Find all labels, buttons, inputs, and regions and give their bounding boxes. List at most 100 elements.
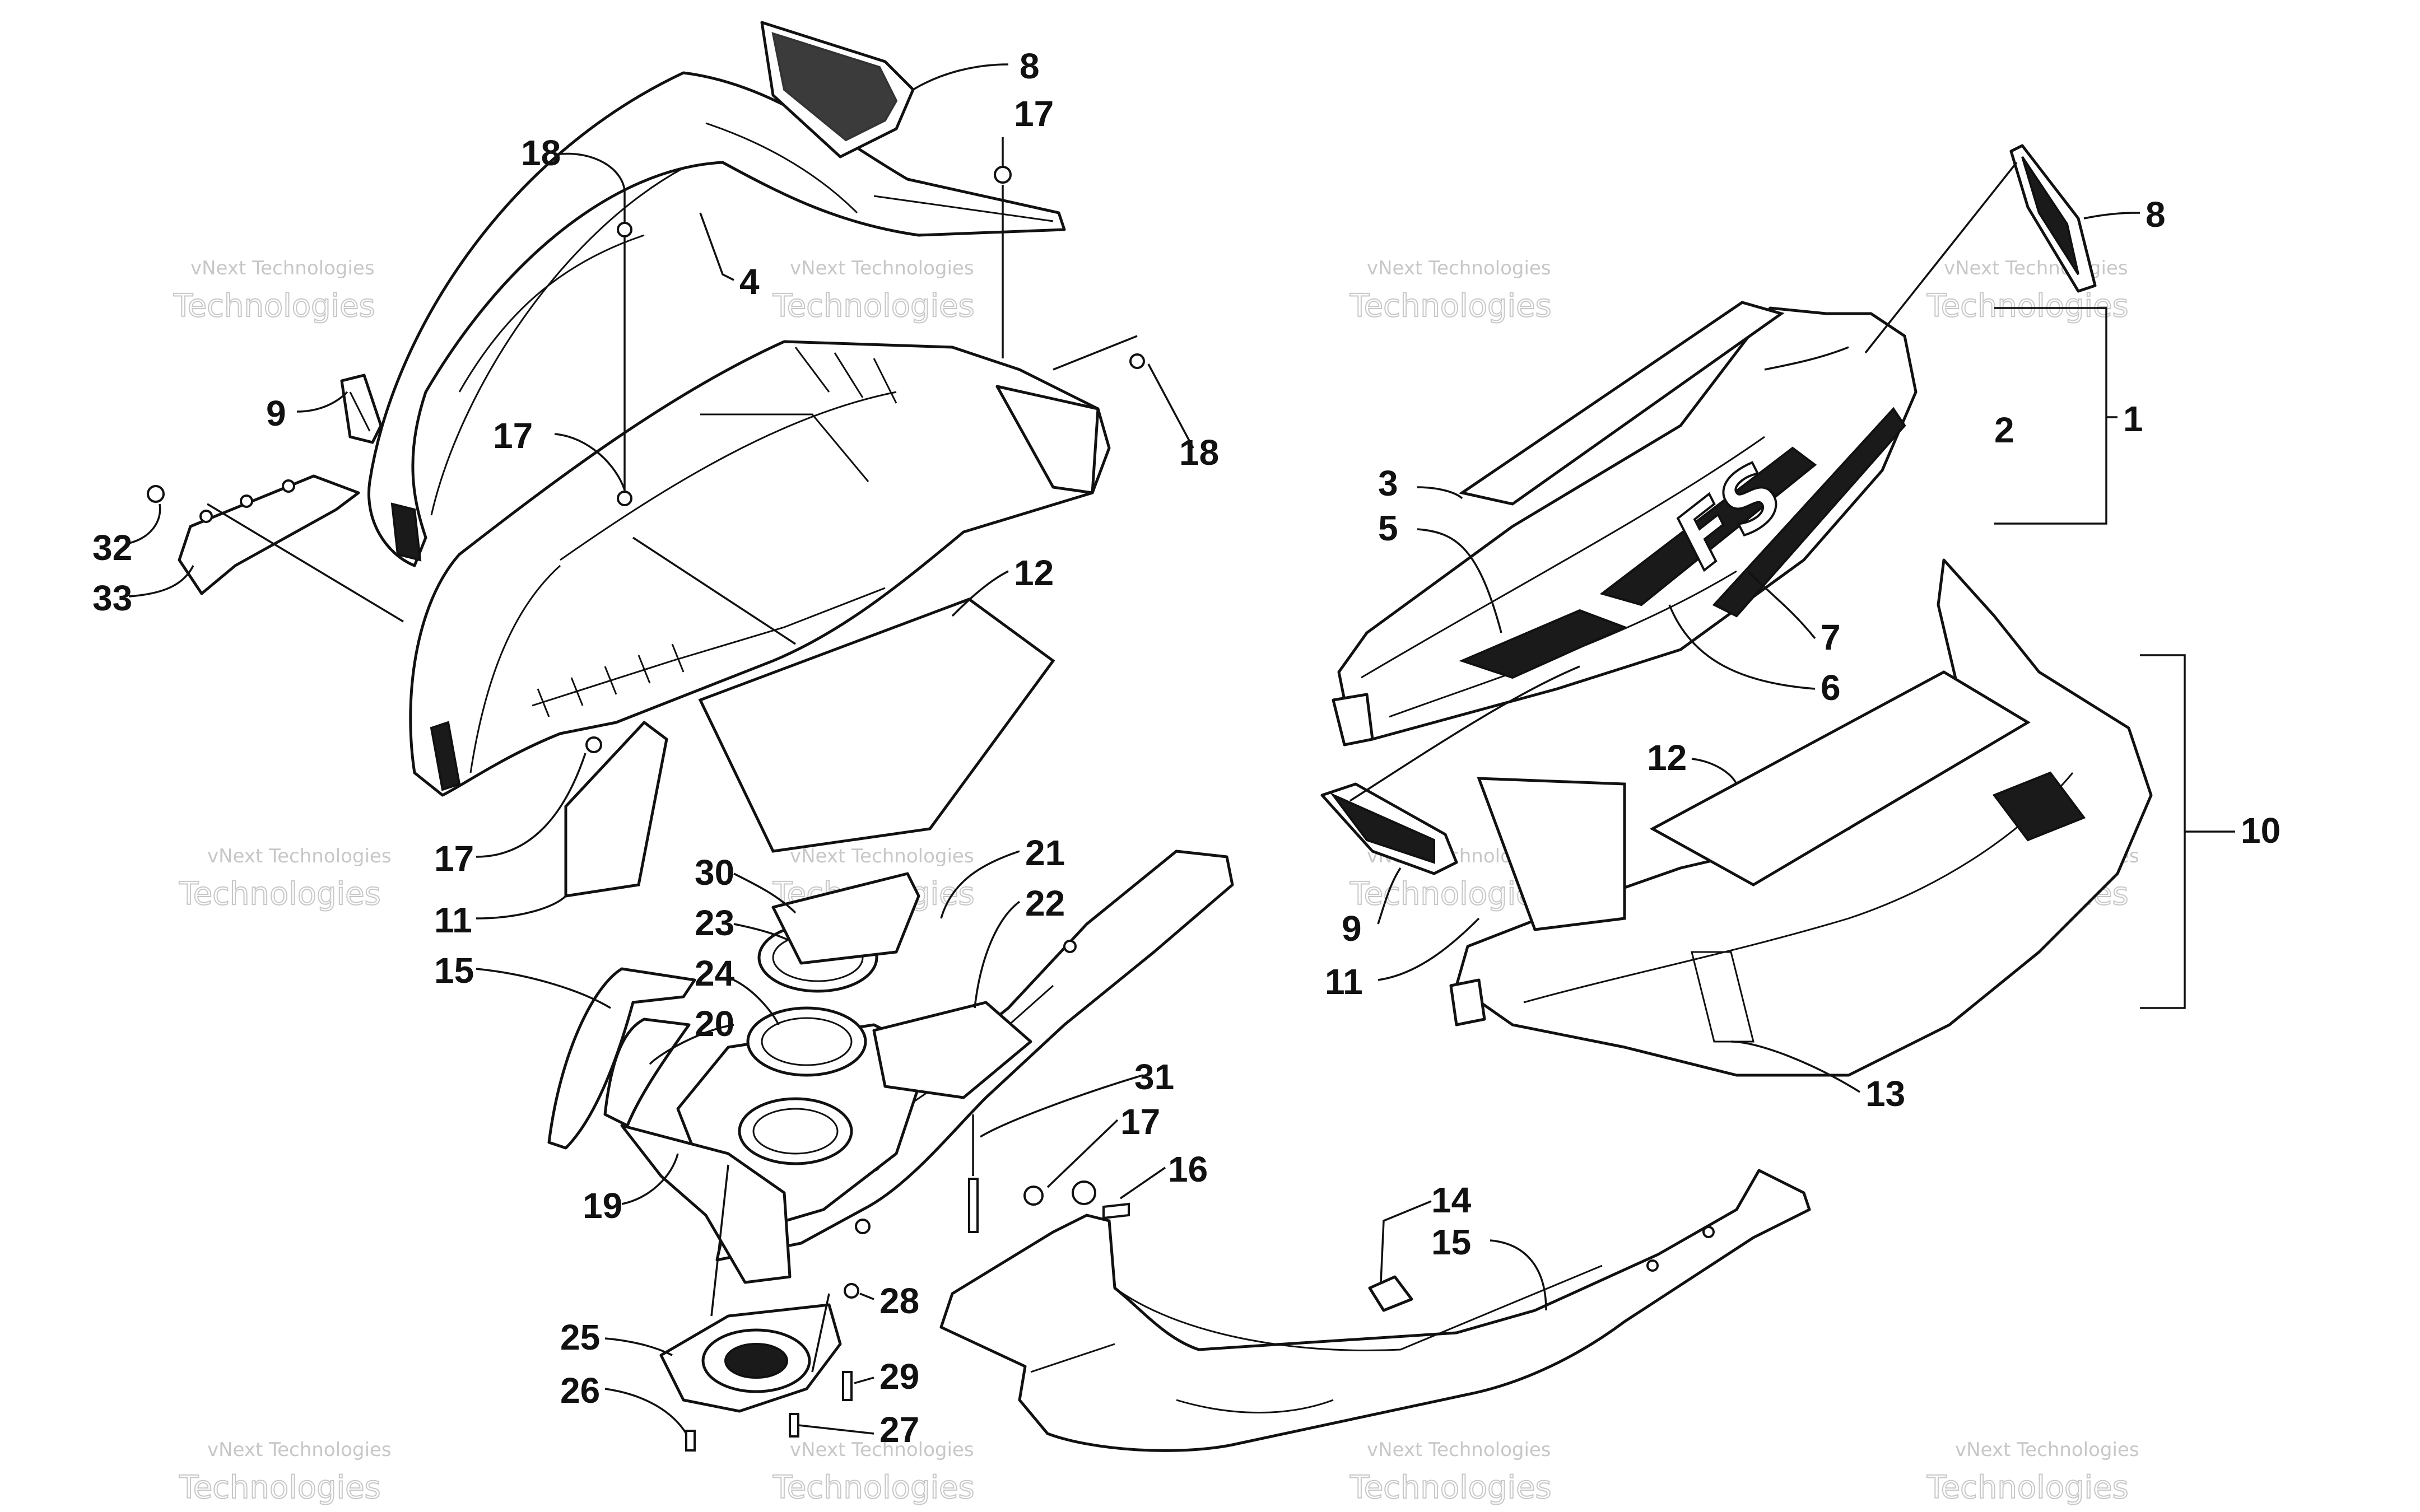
nut-part-17 <box>617 491 632 506</box>
rivet-part-31 <box>968 1178 979 1233</box>
callout-label: 17 <box>434 838 474 879</box>
callout-label: 28 <box>879 1281 919 1321</box>
callout-label: 11 <box>434 900 472 940</box>
decal-strip-part-3 <box>1458 301 1785 506</box>
hood-upper-shell <box>367 71 1066 567</box>
callout-label: 22 <box>1025 883 1065 923</box>
hood-lower-frame <box>409 340 1111 797</box>
nut-part-17 <box>585 736 602 753</box>
callout-label: 18 <box>1179 432 1219 473</box>
screw-part-18 <box>617 222 632 237</box>
foam-pad-part-12-right <box>1649 670 2031 886</box>
watermark: vNext Technologies Technologies <box>772 257 975 325</box>
callout-label: 1 <box>2123 399 2143 439</box>
side-vent-part-9 <box>340 374 383 444</box>
svg-text:vNext Technologies: vNext Technologies <box>790 1439 974 1461</box>
callout-label: 12 <box>1647 738 1687 778</box>
callout-label: 11 <box>1325 962 1363 1002</box>
callout-label: 23 <box>695 903 734 943</box>
callout-label: 13 <box>1865 1074 1905 1114</box>
watermark: vNext Technologies Technologies <box>1349 257 1552 325</box>
svg-text:vNext Technologies: vNext Technologies <box>1955 1439 2139 1461</box>
callout-label: 2 <box>1994 410 2014 450</box>
callout-label: 15 <box>434 950 474 991</box>
bolt-part-16 <box>1102 1202 1130 1220</box>
svg-text:vNext Technologies: vNext Technologies <box>1944 257 2128 279</box>
watermark: vNext Technologies Technologies <box>1926 257 2129 325</box>
hood-lower-shell <box>409 340 1111 797</box>
callout-label: 16 <box>1168 1149 1208 1189</box>
bracket-part-33 <box>178 474 360 595</box>
rivet-part-27 <box>789 1413 799 1438</box>
svg-text:Technologies: Technologies <box>772 1469 975 1506</box>
bottom-duct-part-25 <box>659 1303 842 1413</box>
callout-label: 17 <box>1120 1102 1160 1142</box>
callouts: 8 17 18 4 9 17 18 32 33 12 17 11 30 21 2… <box>92 46 2281 1450</box>
watermark: vNext Technologies Technologies <box>178 1439 392 1506</box>
vent-part-9-right <box>1320 782 1458 875</box>
vent-part-8-right <box>2009 144 2097 293</box>
bracket-part-19 <box>620 1124 792 1284</box>
fasteners-left-lower <box>685 1114 1130 1452</box>
callout-label: 24 <box>695 953 735 993</box>
callout-label: 6 <box>1821 668 1841 708</box>
foam-pad-part-12 <box>698 598 1055 853</box>
callout-label: 15 <box>1431 1222 1471 1262</box>
callout-label: 17 <box>1014 94 1054 134</box>
callout-label: 4 <box>739 262 760 302</box>
svg-text:vNext Technologies: vNext Technologies <box>1367 257 1551 279</box>
callout-label: 25 <box>560 1317 600 1357</box>
callout-label: 17 <box>493 416 533 456</box>
callout-label: 8 <box>2146 194 2166 235</box>
leader-lines <box>128 63 2235 1435</box>
callout-label: 20 <box>695 1004 734 1044</box>
callout-label: 14 <box>1431 1180 1472 1220</box>
foam-block-part-11-right <box>1477 777 1626 931</box>
callout-label: 33 <box>92 578 132 618</box>
plate-part-30 <box>771 872 920 965</box>
callout-label: 30 <box>695 852 734 893</box>
callout-label: 21 <box>1025 833 1065 873</box>
svg-text:vNext Technologies: vNext Technologies <box>1367 1439 1551 1461</box>
callout-label: 18 <box>521 133 561 173</box>
rivet-part-26 <box>685 1430 696 1452</box>
panel-part-22 <box>872 1001 1032 1099</box>
svg-text:Technologies: Technologies <box>1349 288 1552 324</box>
callout-label: 19 <box>583 1186 622 1226</box>
washer-part-28 <box>844 1283 859 1299</box>
svg-text:Technologies: Technologies <box>772 288 975 324</box>
ring-part-24 <box>746 1006 867 1077</box>
callout-label: 26 <box>560 1370 600 1411</box>
clip-part-14 <box>1368 1275 1413 1312</box>
hood-upper-part-4 <box>367 71 1066 567</box>
svg-text:vNext Technologies: vNext Technologies <box>790 845 974 867</box>
svg-text:Technologies: Technologies <box>1926 288 2129 324</box>
screw-part-18 <box>1129 353 1145 369</box>
callout-label: 31 <box>1134 1057 1174 1097</box>
svg-text:vNext Technologies: vNext Technologies <box>207 845 392 867</box>
watermark: vNext Technologies Technologies <box>173 257 376 325</box>
foam-block-part-11 <box>564 720 668 898</box>
side-duct-part-15 <box>547 967 696 1150</box>
svg-text:Technologies: Technologies <box>179 1469 381 1506</box>
svg-text:Technologies: Technologies <box>179 876 381 912</box>
callout-label: 32 <box>92 528 132 568</box>
vent-grille-part-8 <box>760 21 915 158</box>
nut-part-17 <box>1023 1186 1044 1206</box>
callout-label: 12 <box>1014 553 1054 593</box>
watermark: vNext Technologies Technologies <box>772 1439 975 1506</box>
fasteners-left-hood <box>585 166 1145 753</box>
duct-part-20 <box>603 1018 691 1127</box>
svg-text:Technologies: Technologies <box>173 288 375 324</box>
svg-text:vNext Technologies: vNext Technologies <box>207 1439 392 1461</box>
side-panel-part-1: FS <box>1332 306 1918 746</box>
svg-text:vNext Technologies: vNext Technologies <box>790 257 974 279</box>
callout-label: 7 <box>1821 617 1841 657</box>
watermark: vNext Technologies Technologies <box>1926 1439 2139 1506</box>
callout-label: 5 <box>1378 508 1398 548</box>
watermark: vNext Technologies Technologies <box>178 845 392 913</box>
callout-label: 29 <box>879 1356 919 1397</box>
watermark: vNext Technologies Technologies <box>1349 1439 1552 1506</box>
callout-label: 9 <box>266 393 286 433</box>
